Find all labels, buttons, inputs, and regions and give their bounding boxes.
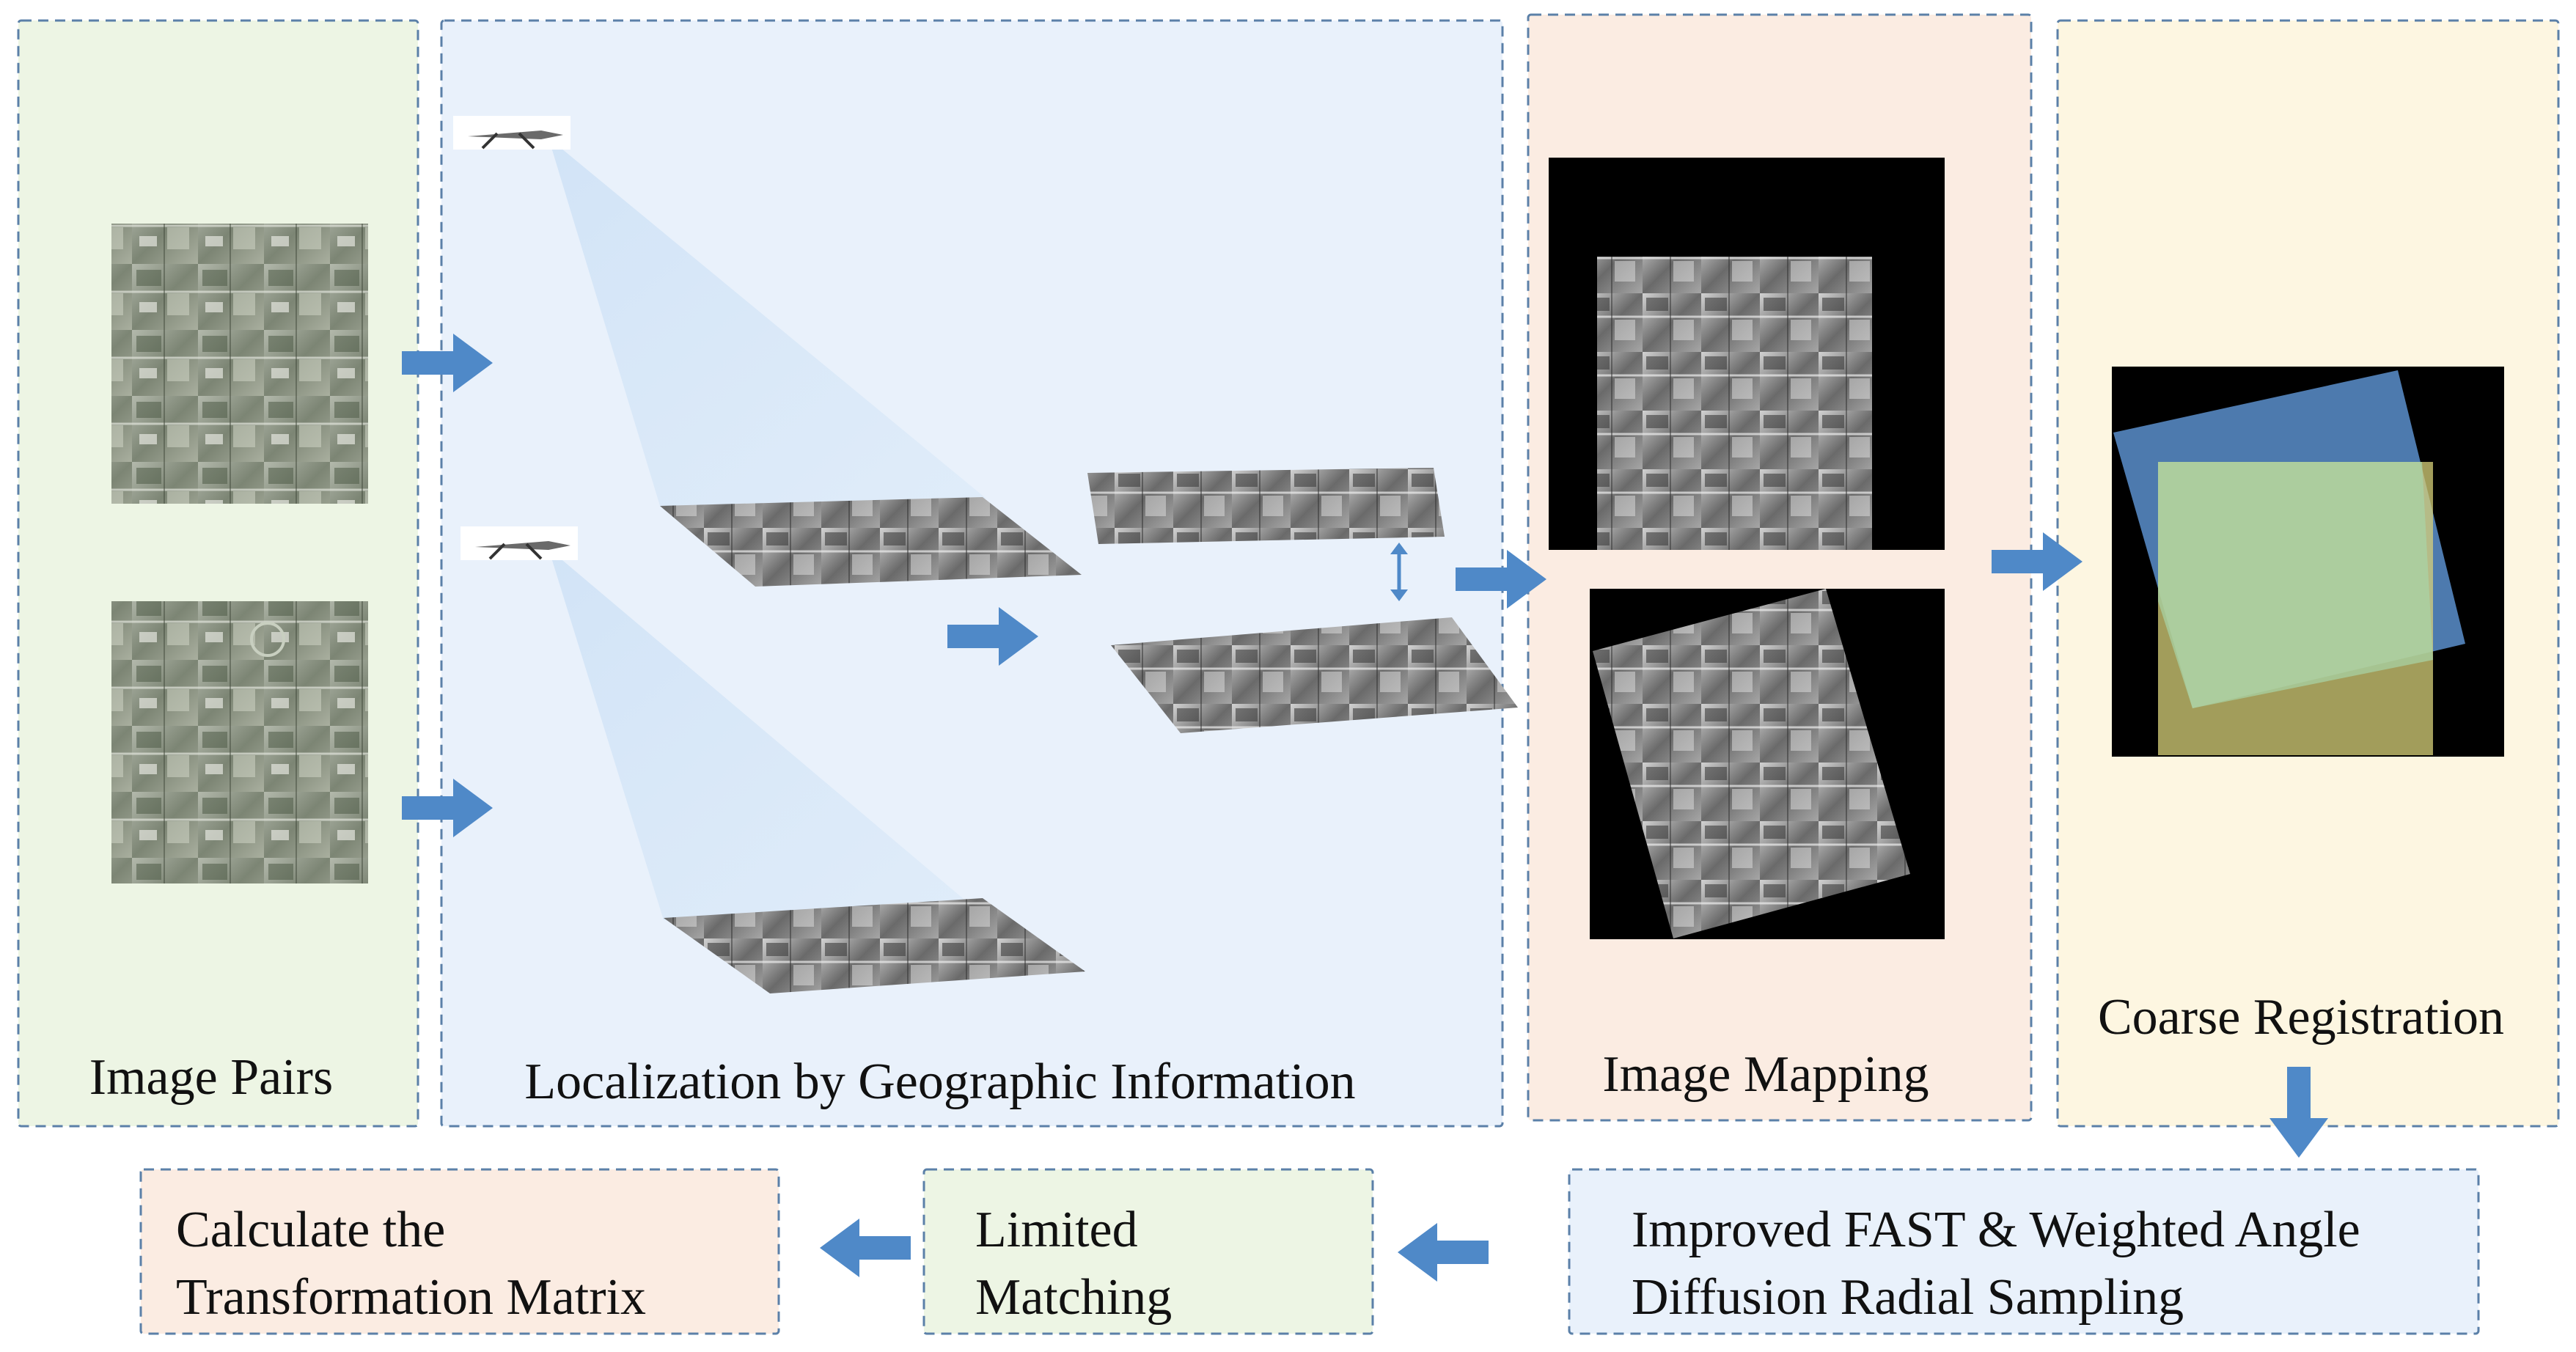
aerial-image-reference bbox=[111, 224, 368, 504]
mapped-image-reference bbox=[1597, 257, 1872, 550]
label-image-mapping: Image Mapping bbox=[1602, 1046, 1929, 1103]
double-arrow-icon bbox=[1390, 543, 1408, 601]
step-feature-line1: Improved FAST & Weighted Angle bbox=[1632, 1202, 2360, 1258]
camera-beam-top bbox=[548, 138, 986, 506]
projected-image-top bbox=[660, 497, 1082, 587]
mapped-image-sensed bbox=[1593, 589, 1910, 938]
aligned-image-bottom bbox=[1111, 617, 1518, 733]
step-matching-line2: Matching bbox=[975, 1269, 1172, 1326]
compass-mark bbox=[250, 622, 285, 657]
label-image-pairs: Image Pairs bbox=[89, 1049, 333, 1106]
panel-image-pairs bbox=[17, 19, 419, 1128]
step-matching-box bbox=[922, 1168, 1374, 1335]
label-coarse-registration: Coarse Registration bbox=[2098, 989, 2504, 1046]
uav-drone-icon bbox=[460, 526, 578, 560]
camera-beam-bottom bbox=[548, 548, 983, 920]
projected-image-bottom bbox=[664, 898, 1085, 993]
label-localization: Localization by Geographic Information bbox=[524, 1054, 1355, 1110]
aligned-image-top bbox=[1087, 468, 1445, 544]
uav-drone-icon bbox=[453, 116, 570, 150]
aerial-image-sensed bbox=[111, 601, 368, 883]
step-feature-box bbox=[1568, 1168, 2480, 1335]
step-transform-line2: Transformation Matrix bbox=[176, 1269, 646, 1326]
step-transform-line1: Calculate the bbox=[176, 1202, 445, 1258]
step-matching-line1: Limited bbox=[975, 1202, 1138, 1258]
left-arrow-icon bbox=[820, 1219, 911, 1277]
step-transform-box bbox=[139, 1168, 780, 1335]
left-arrow-icon bbox=[1398, 1223, 1489, 1282]
registration-overlap bbox=[2158, 462, 2433, 708]
step-feature-line2: Diffusion Radial Sampling bbox=[1632, 1269, 2184, 1326]
